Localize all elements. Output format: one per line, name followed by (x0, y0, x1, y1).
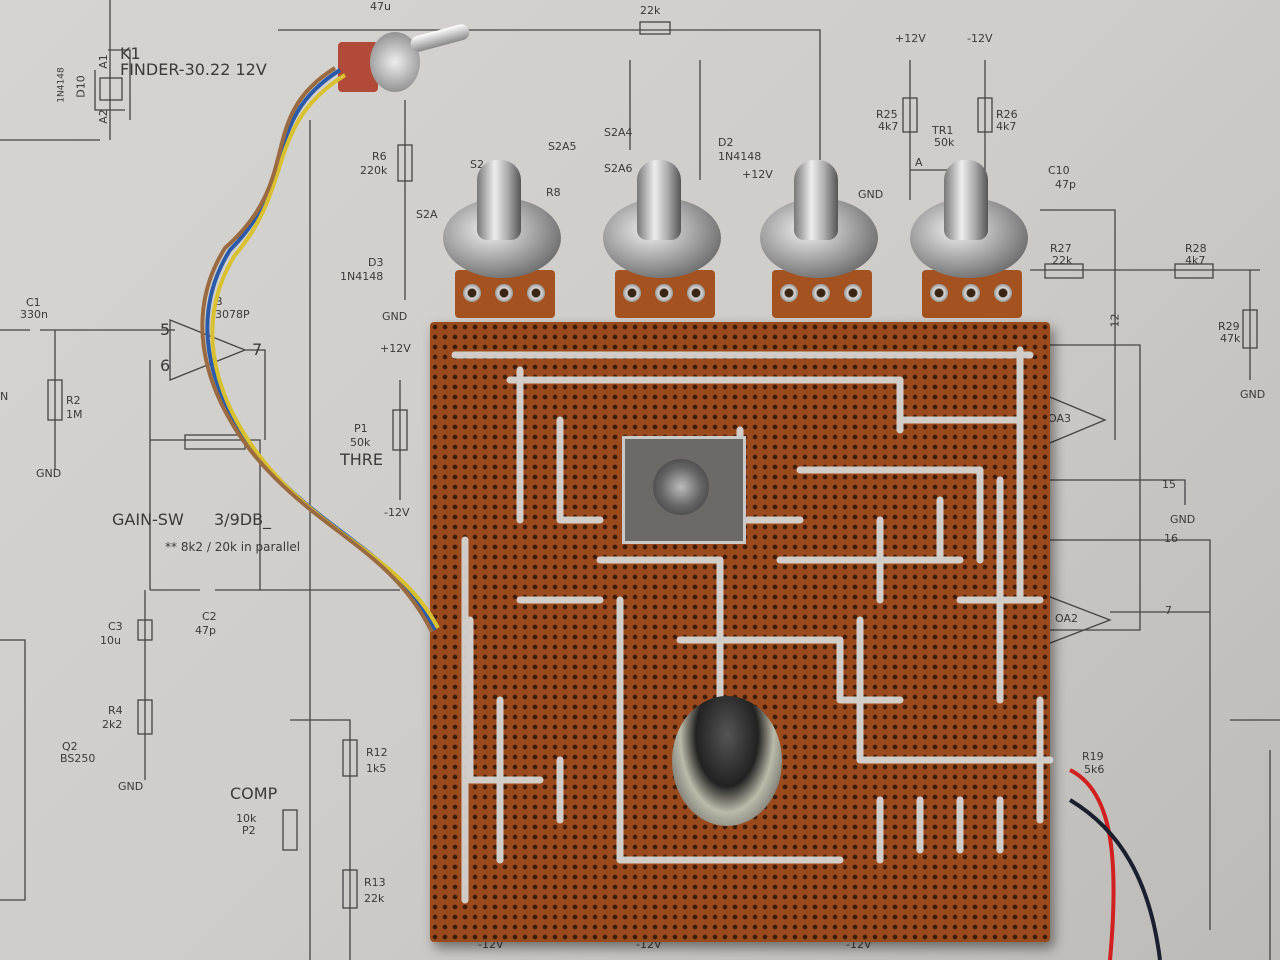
r29-label: R29 (1218, 320, 1240, 333)
r27-label: R27 (1050, 242, 1072, 255)
r19-value: 5k6 (1084, 763, 1105, 776)
thre-label: THRE (340, 450, 384, 469)
c10-value: 47p (1055, 178, 1076, 191)
r26-label: R26 (996, 108, 1018, 121)
d3-label: D3 (368, 256, 384, 269)
r26-value: 4k7 (996, 120, 1017, 133)
r2-value: 1M (66, 408, 83, 421)
potentiometer[interactable] (902, 160, 1032, 320)
p1-label: P1 (354, 422, 368, 435)
edge-label: N (0, 390, 9, 403)
r4-value: 2k2 (102, 718, 123, 731)
board-cutout (622, 436, 746, 544)
p2-label: P2 (242, 824, 256, 837)
c2-label: C2 (202, 610, 217, 623)
pin-label: 15 (1162, 478, 1176, 491)
q2-value: BS250 (60, 752, 96, 765)
potentiometer[interactable] (752, 160, 882, 320)
c1-label: C1 (26, 296, 41, 309)
q2-label: Q2 (62, 740, 78, 753)
p1-value: 50k (350, 436, 371, 449)
r25-value: 4k7 (878, 120, 899, 133)
c3-value: 10u (100, 634, 121, 647)
pin-label: 7 (252, 340, 263, 359)
supply-label: +12V (742, 168, 773, 181)
toggle-switch[interactable] (330, 22, 472, 92)
r8-label: R8 (546, 186, 561, 199)
r13-label: R13 (364, 876, 386, 889)
tr1-a: A (915, 156, 923, 169)
r28-value: 4k7 (1185, 254, 1206, 267)
switch-contact: S2A4 (604, 126, 633, 139)
d2-label: D2 (718, 136, 734, 149)
r6-value: 220k (360, 164, 388, 177)
d2-value: 1N4148 (718, 150, 762, 163)
c10-label: C10 (1048, 164, 1070, 177)
r4-label: R4 (108, 704, 123, 717)
toggle-switch-icon (653, 459, 709, 515)
switch-contact: S2A (416, 208, 438, 221)
gnd-label: GND (1240, 388, 1266, 401)
d3-value: 1N4148 (340, 270, 384, 283)
gnd-label: GND (36, 467, 62, 480)
r12-value: 1k5 (366, 762, 387, 775)
relay-part: FINDER-30.22 12V (120, 60, 267, 79)
pin-label: 16 (1164, 532, 1178, 545)
r6-label: R6 (372, 150, 387, 163)
c2-value: 47p (195, 624, 216, 637)
resistor-value: 22k (640, 4, 661, 17)
r29-value: 47k (1220, 332, 1241, 345)
switch-contact: S2A5 (548, 140, 577, 153)
pin-label: 6 (160, 356, 171, 375)
tr1-value: 50k (934, 136, 955, 149)
supply-label: -12V (384, 506, 410, 519)
switch-contact: S2A6 (604, 162, 633, 175)
opamp-oa3: OA3 (1048, 412, 1071, 425)
footswitch[interactable] (672, 696, 782, 826)
gnd-label: GND (858, 188, 884, 201)
pin-label: 7 (1165, 604, 1172, 617)
gain-sw-label: GAIN-SW (112, 510, 184, 529)
supply-label: -12V (967, 32, 993, 45)
note-label: ** 8k2 / 20k in parallel (165, 540, 301, 554)
p2-value: 10k (236, 812, 257, 825)
ic-unit: B (215, 295, 223, 308)
db-label: 3/9DB_ (214, 510, 272, 529)
opamp-oa2: OA2 (1055, 612, 1078, 625)
gnd-label: GND (382, 310, 408, 323)
supply-label: +12V (895, 32, 926, 45)
r25-label: R25 (876, 108, 898, 121)
comp-label: COMP (230, 784, 278, 803)
r19-label: R19 (1082, 750, 1104, 763)
tr1-label: TR1 (932, 124, 954, 137)
potentiometer[interactable] (595, 160, 725, 320)
r2-label: R2 (66, 394, 81, 407)
r27-value: 22k (1052, 254, 1073, 267)
relay-ref: K1 (120, 44, 141, 63)
r13-value: 22k (364, 892, 385, 905)
gnd-label: GND (118, 780, 144, 793)
ic-part: 3078P (215, 308, 250, 321)
cap-value: 47u (370, 0, 391, 13)
c1-value: 330n (20, 308, 48, 321)
potentiometer[interactable] (435, 160, 565, 320)
perfboard (430, 322, 1050, 942)
pin-label: 5 (160, 320, 171, 339)
gnd-label: GND (1170, 513, 1196, 526)
r28-label: R28 (1185, 242, 1207, 255)
supply-label: +12V (380, 342, 411, 355)
c3-label: C3 (108, 620, 123, 633)
r12-label: R12 (366, 746, 388, 759)
